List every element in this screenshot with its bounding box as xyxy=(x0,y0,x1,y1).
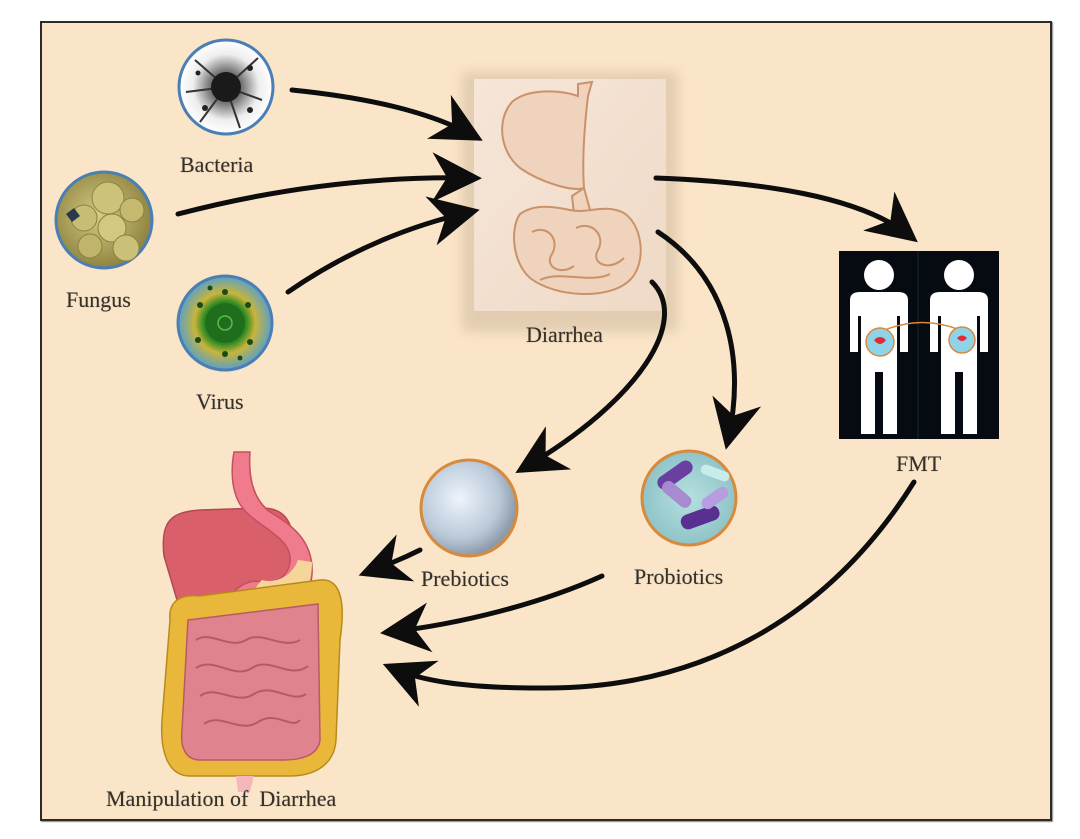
bacteria-label: Bacteria xyxy=(180,152,254,177)
fecal-transplant-people-icon xyxy=(839,251,999,439)
digestive-system-icon xyxy=(160,451,343,792)
probiotic-bacteria-icon xyxy=(640,449,738,547)
fungus-node xyxy=(54,170,154,270)
arrow-diarrhea-to-prebiotics xyxy=(515,279,667,474)
prebiotics-label: Prebiotics xyxy=(421,566,509,591)
fmt-label: FMT xyxy=(896,451,942,476)
probiotics-label: Probiotics xyxy=(634,564,724,589)
gut-sketch-icon xyxy=(501,80,642,296)
fmt-node xyxy=(839,251,999,439)
bacteria-micrograph-icon xyxy=(177,38,275,136)
arrow-prebiotics-to-manipulation xyxy=(358,534,423,582)
fungus-label: Fungus xyxy=(66,287,131,312)
arrow-probiotics-to-manipulation xyxy=(380,573,605,653)
fungus-micrograph-icon xyxy=(54,170,154,270)
arrow-fmt-to-manipulation xyxy=(382,479,917,707)
prebiotics-node xyxy=(419,458,519,558)
prebiotic-powder-icon xyxy=(419,458,519,558)
diarrhea-label: Diarrhea xyxy=(526,322,603,347)
arrow-fungus-to-diarrhea xyxy=(175,152,482,217)
arrow-diarrhea-to-fmt xyxy=(653,175,918,243)
arrows xyxy=(175,87,918,707)
virus-node xyxy=(176,274,274,372)
arrow-virus-to-diarrhea xyxy=(285,196,480,295)
bacteria-node xyxy=(177,38,275,136)
diarrhea-node xyxy=(462,72,678,332)
virus-label: Virus xyxy=(196,389,244,414)
arrow-diarrhea-to-probiotics xyxy=(655,229,762,450)
manipulation-node xyxy=(160,451,343,792)
virus-micrograph-icon xyxy=(176,274,274,372)
manipulation-label: Manipulation of Diarrhea xyxy=(106,786,337,811)
arrow-bacteria-to-diarrhea xyxy=(289,87,483,141)
probiotics-node xyxy=(640,449,738,547)
